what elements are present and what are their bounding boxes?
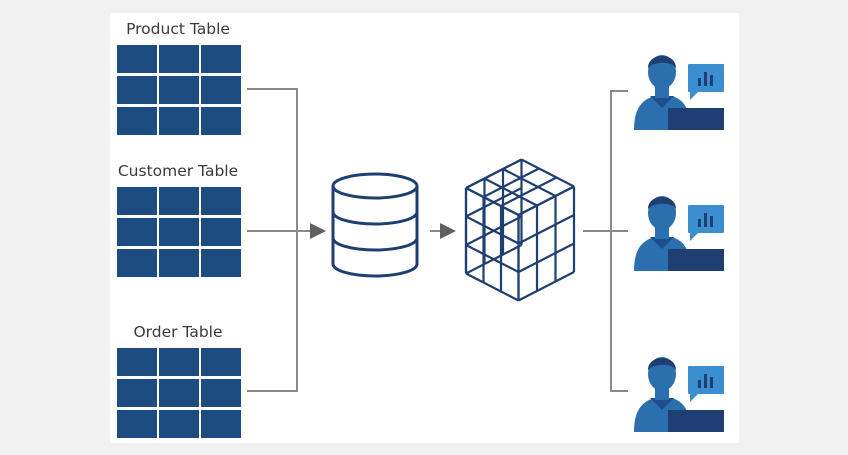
cube-edge [517,242,575,273]
bar-chart-bar [710,75,713,86]
table-connectors [247,88,298,392]
cube-edge [517,185,575,216]
table-cell [117,76,157,104]
cube-edge [465,215,520,245]
user-hair [648,56,676,68]
user-collar [650,237,674,249]
cube-edge [520,158,575,188]
bar-chart-bar [710,377,713,388]
table-cell [117,348,157,376]
cube-edge [465,158,523,189]
cube-edge [465,215,523,246]
chat-bubble-tail [690,92,698,100]
customer-table-label: Customer Table [117,162,239,180]
order-table-icon [117,348,241,438]
product-table-icon [117,45,241,135]
table-cell [201,76,241,104]
cube-edge [482,167,540,198]
table-cell [159,76,199,104]
table-cell [159,45,199,73]
order-table-label: Order Table [133,323,223,341]
table-cell [117,45,157,73]
table-cell [159,379,199,407]
table-cell [117,410,157,438]
table-cell [201,218,241,246]
table-cell [117,249,157,277]
table-cell [159,410,199,438]
cube-edge [465,187,520,216]
cube-edge [465,244,523,275]
table-cell [201,379,241,407]
table-cell [159,348,199,376]
bar-chart-bar [710,216,713,227]
table-cell [201,410,241,438]
bar-chart-bar [698,78,701,86]
database-icon [331,172,419,278]
table-cell [117,107,157,135]
user-icon-3 [634,357,724,432]
cube-edge [483,177,538,207]
table-cell [201,249,241,277]
laptop-icon [668,108,724,130]
user-collar [650,398,674,410]
bar-chart-bar [704,213,707,227]
laptop-icon [668,249,724,271]
user-icon-2 [634,196,724,271]
table-cell [159,218,199,246]
table-cell [117,379,157,407]
user-hair [648,197,676,209]
table-cell [159,187,199,215]
table-cell [159,107,199,135]
user-connectors [583,90,628,392]
laptop-icon [668,410,724,432]
cube-edge [500,176,558,207]
olap-cube-icon [464,158,576,302]
customer-table-icon [117,187,241,277]
cube-edge [465,187,523,218]
chat-bubble-tail [690,394,698,402]
bar-chart-bar [698,219,701,227]
table-cell [201,187,241,215]
table-cell [117,187,157,215]
bar-chart-bar [704,72,707,86]
cube-edge [502,168,557,197]
table-cell [201,348,241,376]
cube-edge [465,272,520,302]
table-cell [159,249,199,277]
table-cell [117,218,157,246]
user-collar [650,96,674,108]
chat-bubble-tail [690,233,698,241]
bar-chart-bar [698,380,701,388]
cube-edge [517,271,575,302]
table-cell [201,45,241,73]
bar-chart-bar [704,374,707,388]
user-icon-1 [634,55,724,130]
product-table-label: Product Table [126,20,230,38]
cube-edge [465,244,520,273]
user-hair [648,358,676,370]
cube-edge [517,214,575,245]
table-cell [201,107,241,135]
